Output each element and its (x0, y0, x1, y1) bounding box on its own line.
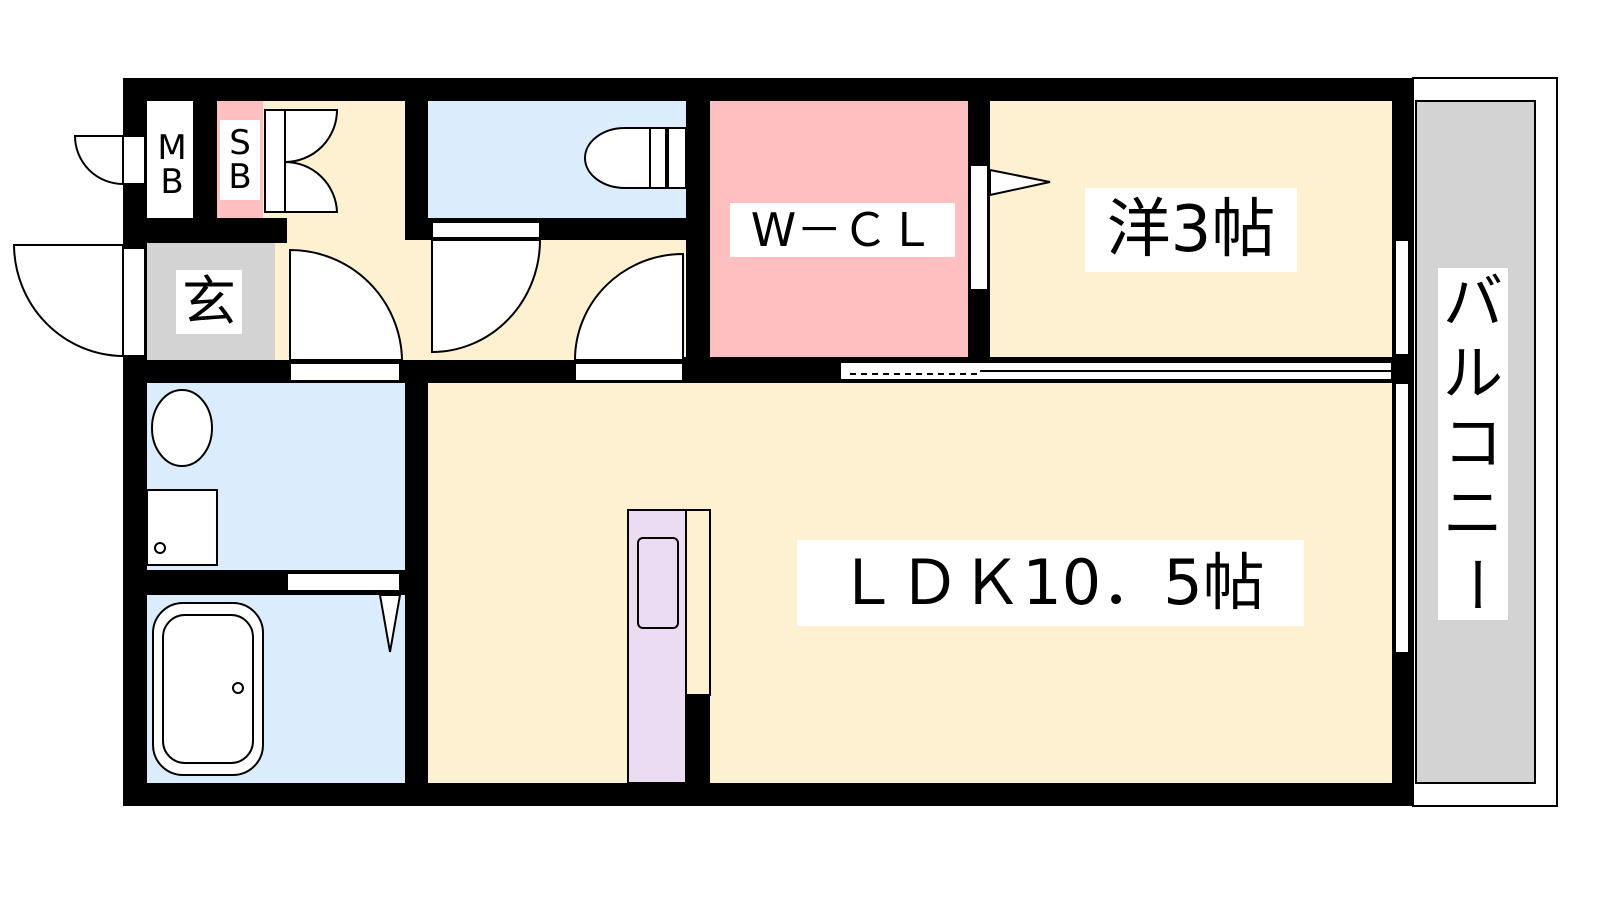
doors (12, 109, 1410, 776)
western-room-label: 洋3帖 (1085, 188, 1297, 272)
ldk-label: ＬＤＫ10．5帖 (797, 540, 1304, 626)
wcl-label: W－ＣＬ (730, 203, 955, 257)
interior-walls (123, 101, 1413, 806)
balcony-label: バ ル コ ニ ー (1438, 268, 1508, 620)
wall-segment (686, 695, 710, 783)
entrance-label: 玄 (176, 270, 242, 334)
counter-strip (685, 509, 711, 696)
sink (637, 537, 679, 629)
